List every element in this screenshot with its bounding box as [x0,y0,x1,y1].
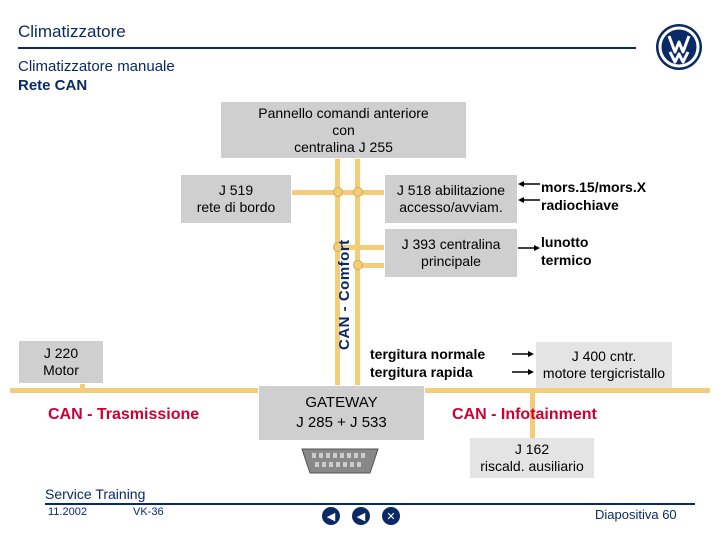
j393-line-1: J 393 centralina [401,236,501,252]
subtitle-line-2: Rete CAN [18,77,88,94]
nav-back-icon[interactable]: ◀ [322,507,340,525]
front-panel-line-3: centralina J 255 [294,138,393,155]
gateway-box: GATEWAY J 285 + J 533 [258,385,425,441]
bus-node [353,260,363,270]
lunotto-line-2: termico [541,252,592,268]
bus-node [333,187,343,197]
footer-divider [45,503,695,505]
tergitura-line-2: tergitura rapida [370,364,473,380]
gateway-line-1: GATEWAY [305,394,378,411]
j519-line-2: rete di bordo [196,199,276,215]
page-subtitle: Climatizzatore manuale Rete CAN [18,57,175,95]
j400-line-1: J 400 cntr. [571,348,637,364]
bus-j162 [530,388,535,438]
diagnostic-connector-icon [300,447,380,475]
can-trasmissione-label: CAN - Trasmissione [48,406,200,423]
vw-logo-icon [654,22,704,72]
j400-line-2: motore tergicristallo [542,365,666,381]
bus-comfort-vertical [355,158,360,390]
bus-j393-a [335,245,385,250]
lunotto-line-1: lunotto [541,234,589,250]
bus-j519 [292,190,360,195]
tergitura-label: tergitura normale tergitura rapida [370,345,485,381]
mors-line-2: radiochiave [541,197,619,213]
front-panel-line-2: con [332,121,355,138]
j162-line-1: J 162 [514,441,550,457]
title-divider [18,47,636,49]
j518-box: J 518 abilitazione accesso/avviam. [384,174,518,224]
j220-line-2: Motor [43,362,79,378]
bus-j393-b [355,263,385,268]
j519-box: J 519 rete di bordo [180,174,292,224]
arrow-right-icon [518,240,540,251]
j393-line-2: principale [421,253,481,269]
mors-label: mors.15/mors.X radiochiave [541,178,646,214]
bus-comfort-vertical-2 [335,158,340,390]
tergitura-line-1: tergitura normale [370,346,486,362]
footer-code: VK-36 [133,506,164,518]
j162-box: J 162 riscald. ausiliario [470,438,594,478]
can-infotainment-label: CAN - Infotainment [452,406,597,423]
bus-j220 [80,380,85,392]
bus-j518 [355,190,385,195]
front-panel-line-1: Pannello comandi anteriore [258,104,429,121]
arrow-right-icon [512,348,534,378]
can-comfort-label: CAN - Comfort [336,239,353,350]
j518-line-1: J 518 abilitazione [396,182,506,198]
j519-line-1: J 519 [218,182,254,198]
j162-line-2: riscald. ausiliario [480,458,584,474]
nav-prev-icon[interactable]: ◀ [352,507,370,525]
j220-box: J 220 Motor [18,340,104,384]
mors-line-1: mors.15/mors.X [541,179,647,195]
nav-close-icon[interactable]: ✕ [382,507,400,525]
j393-box: J 393 centralina principale [384,228,518,278]
gateway-line-2: J 285 + J 533 [296,414,387,431]
lunotto-label: lunotto termico [541,233,592,269]
slide-number: Diapositiva 60 [595,507,677,522]
j518-line-2: accesso/avviam. [399,199,503,215]
footer-date: 11.2002 [48,506,87,518]
arrow-left-icon [518,178,540,208]
bus-node [333,242,343,252]
bus-node [353,187,363,197]
subtitle-line-1: Climatizzatore manuale [18,58,175,75]
j220-line-1: J 220 [43,345,79,361]
footer-service-training: Service Training [45,486,146,502]
page-title: Climatizzatore [18,22,126,41]
j400-box: J 400 cntr. motore tergicristallo [536,342,672,388]
front-panel-box: Pannello comandi anteriore con centralin… [220,101,467,159]
